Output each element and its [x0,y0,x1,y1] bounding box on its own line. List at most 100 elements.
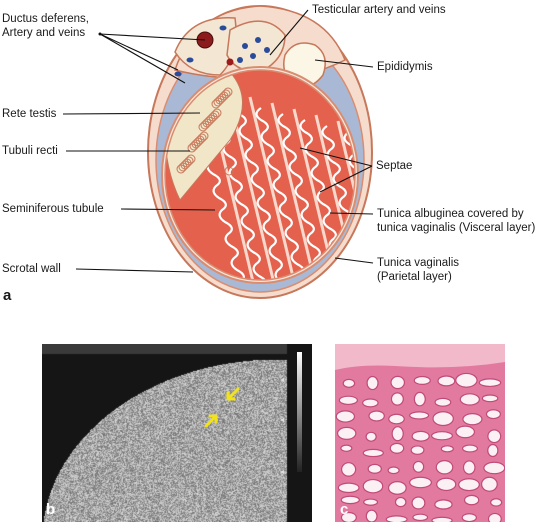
arrow-icon [204,414,218,428]
histology-tubule [387,466,400,475]
histology-tubule [342,378,356,388]
histology-tubule [367,463,382,474]
testis-diagram [147,5,373,299]
histology-tubule [389,442,405,454]
histology-tubule [455,372,478,388]
label-tunica-albuginea-2: tunica vaginalis (Visceral layer) [377,222,536,234]
histology-tubule [436,477,457,492]
histology-tubule [487,429,502,444]
label-tubuli-recti: Tubuli recti [2,145,58,157]
histology-tubule [455,425,476,439]
histology-tubule [432,411,454,427]
histology-tubule [409,411,430,420]
histology-tubule [487,443,499,458]
histology-tubule [340,462,357,477]
histology-tubule [459,393,480,406]
septum [314,114,355,280]
testicular-artery [226,58,234,66]
histology-tubule [390,375,406,390]
histology-tubule [385,515,408,522]
rete-network [175,85,234,176]
histology-tubule [462,460,476,475]
arrow-icon [226,387,240,401]
testicular-vessel [242,43,248,49]
tubule [255,107,311,280]
rete-loop [178,162,188,172]
testicular-vessel [264,47,270,53]
histology-tubule [435,460,454,475]
histology-tubule [335,410,356,423]
histology-tubule [434,397,452,407]
histology-tubule [388,413,405,425]
histology-tubule [463,494,480,506]
histology-tubule [391,426,404,442]
label-testicular: Testicular artery and veins [312,4,446,16]
histology-tubule [390,392,404,406]
artery [219,25,227,31]
rete-loop [176,164,186,174]
septum [248,96,301,280]
histology-tubule [340,511,357,522]
panel-label-c: c [340,501,349,518]
histology-tubule [431,516,453,522]
ultrasound-image [42,344,312,522]
histology-tubule [368,410,385,422]
ultrasound-arrows [204,352,302,474]
histology-tubule [337,482,360,494]
histology-tubule [365,509,378,522]
histology-tubule [462,413,483,426]
panel-label-b: b [46,501,56,518]
histology-tubule [413,375,431,385]
rete-loop [224,166,234,176]
histology-tubule [365,431,377,442]
histology-tubule [366,375,379,391]
histology-tubule [362,398,379,408]
histology-tubule [338,395,358,406]
histology-tubule [461,444,479,453]
label-tunica-vaginalis: Tunica vaginalis [377,257,460,269]
vein [174,71,182,77]
rete-loop [211,99,221,109]
histology-tubule [458,478,480,492]
histology-tubule [461,513,477,522]
histology-tubule [434,499,453,510]
label-tunica-vaginalis-2: (Parietal layer) [377,271,452,283]
rete-loop [200,120,210,130]
label-ductus-2: Artery and veins [2,27,86,39]
histology-tubule [362,448,384,458]
histology-tubule [412,513,429,522]
histology-tubule [483,461,505,475]
rete-loop [189,141,199,151]
histology-tubule [478,378,502,388]
histology-tubule [337,426,357,440]
histology-tubule [411,496,426,510]
histology-tubule [340,495,360,505]
histology-tubule [412,460,425,473]
label-scrotal-wall: Scrotal wall [2,263,61,275]
histology-tubule [481,476,498,492]
tubule [343,131,355,280]
rete-loop [187,143,197,153]
histology-tubule [340,444,353,452]
histology-tubule [440,445,454,453]
histology-tubule [387,481,407,495]
label-rete-testis: Rete testis [2,108,57,120]
testicular-vessel [250,53,256,59]
vein [186,57,194,63]
histology-svg [335,344,505,522]
label-septae: Septae [376,160,413,172]
histology-tubule [362,478,384,494]
label-epididymis: Epididymis [377,61,433,73]
ultrasound-canvas [42,344,312,522]
histology-tubule [487,512,502,522]
histology-tubule [394,496,407,508]
histology-tubule [411,430,430,442]
testicular-vessel [237,57,243,63]
rete-loop [198,122,208,132]
histology-tubule [437,375,456,387]
histology-tubule [410,445,425,455]
label-seminiferous: Seminiferous tubule [2,203,104,215]
histology-tubule [481,394,499,403]
histology-tubule [490,498,503,507]
